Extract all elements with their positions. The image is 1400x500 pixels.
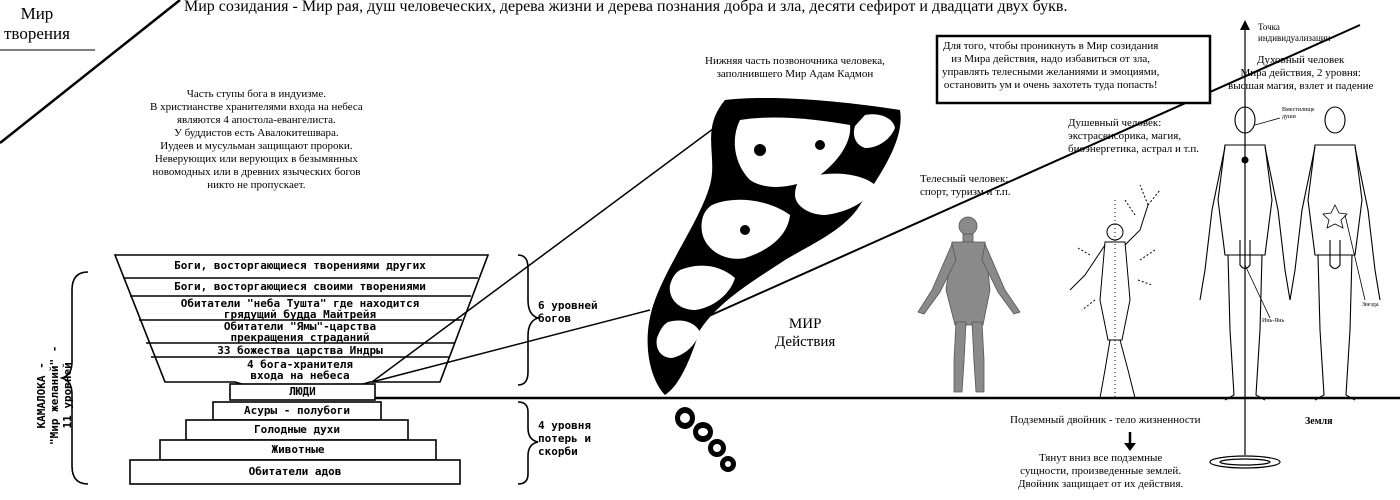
boxed-text: Для того, чтобы проникнуть в Мир созидан… [942, 40, 1160, 91]
tier-gods-own: Боги, восторгающиеся своими творениями [174, 280, 426, 293]
star-pointer [1344, 214, 1366, 301]
long-diagonal [699, 24, 1361, 321]
kamaloka-brace [59, 271, 89, 485]
underground-double-label: Подземный двойник - тело жизненности [1010, 414, 1201, 426]
kamaloka-label: КАМАЛОКА -"Мир желаний" -11 уровней [35, 345, 74, 445]
earth-label: Земля [1305, 416, 1333, 427]
six-levels-brace [517, 254, 541, 386]
soul-man-label: Душевный человек:экстрасенсорика, магия,… [1068, 117, 1200, 155]
tier-indra: 33 божества царства Индры [217, 344, 383, 357]
tier-hell-dwellers: Обитатели адов [248, 465, 342, 478]
soul-man-figure [1069, 184, 1161, 399]
people-tier-box [229, 383, 376, 401]
tier-hungry-ghosts: Голодные духи [253, 423, 341, 436]
axis-arrowhead [1240, 20, 1250, 30]
wedge-line-lower [371, 309, 651, 383]
coccyx-illustration [675, 407, 736, 472]
tier-animals: Животные [271, 443, 325, 456]
tier-gods-others: Боги, восторгающиеся творениями других [174, 259, 426, 272]
tier-people: ЛЮДИ [289, 385, 316, 398]
yin-yang-label: Инь-Янь [1262, 318, 1285, 324]
bodily-man-label: Телесный человек:спорт, туризм и т.п. [920, 173, 1011, 198]
four-levels-brace [517, 401, 539, 485]
pyramid-lower [129, 401, 461, 485]
spiritual-man-figure-front [1199, 106, 1291, 401]
left-explanation-text: Часть ступы бога в индуизме.В христианст… [150, 88, 363, 191]
bodily-man-figure [917, 216, 1021, 393]
world-divider-diagonal [0, 0, 181, 144]
soul-vessel-pointer [1254, 117, 1281, 126]
top-title: Мир созидания - Мир рая, душ человечески… [184, 0, 1068, 15]
wedge-line-upper [371, 119, 726, 383]
star-label: Звезда [1362, 302, 1379, 308]
tier-asuras: Асуры - полубоги [244, 404, 350, 417]
down-arrow-icon [1124, 432, 1136, 451]
boxed-text-frame [935, 34, 1212, 105]
yin-yang-pointer [1244, 264, 1271, 319]
spine-illustration [647, 98, 901, 395]
spine-caption: Нижняя часть позвоночника человека,запол… [705, 55, 885, 80]
spiritual-man-figure-second [1289, 106, 1381, 401]
earth-bowl-illustration [1209, 455, 1281, 469]
